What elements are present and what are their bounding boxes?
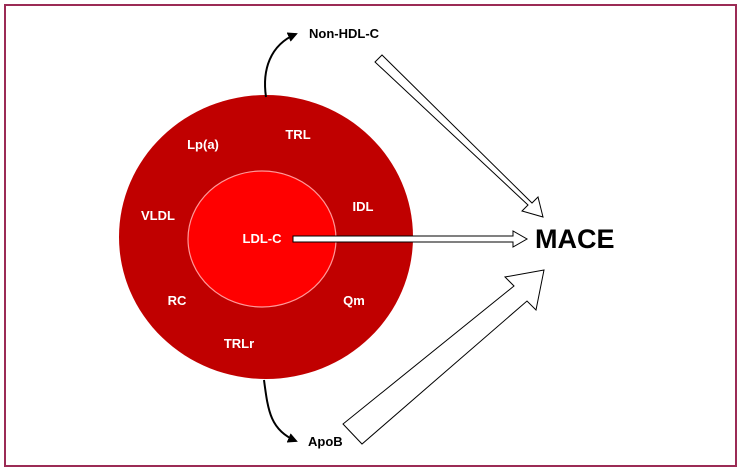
curved-arrow-to-non-hdl [264,32,298,98]
frame-border [4,4,737,467]
curved-arrow-to-apob [263,379,298,443]
label-vldl: VLDL [141,208,175,223]
label-rc: RC [168,293,187,308]
arrow-ldl-to-mace [292,230,529,248]
label-non-hdl-c: Non-HDL-C [309,26,380,41]
label-qm: Qm [343,293,365,308]
label-trl: TRL [285,127,310,142]
label-trlr: TRLr [224,336,254,351]
label-ldl-c: LDL-C [243,231,283,246]
arrow-non-hdl-to-mace [374,54,544,218]
label-mace: MACE [535,224,615,254]
arrow-apob-to-mace [342,269,545,445]
label-apob: ApoB [308,434,343,449]
label-lpa: Lp(a) [187,137,219,152]
label-idl: IDL [353,199,374,214]
